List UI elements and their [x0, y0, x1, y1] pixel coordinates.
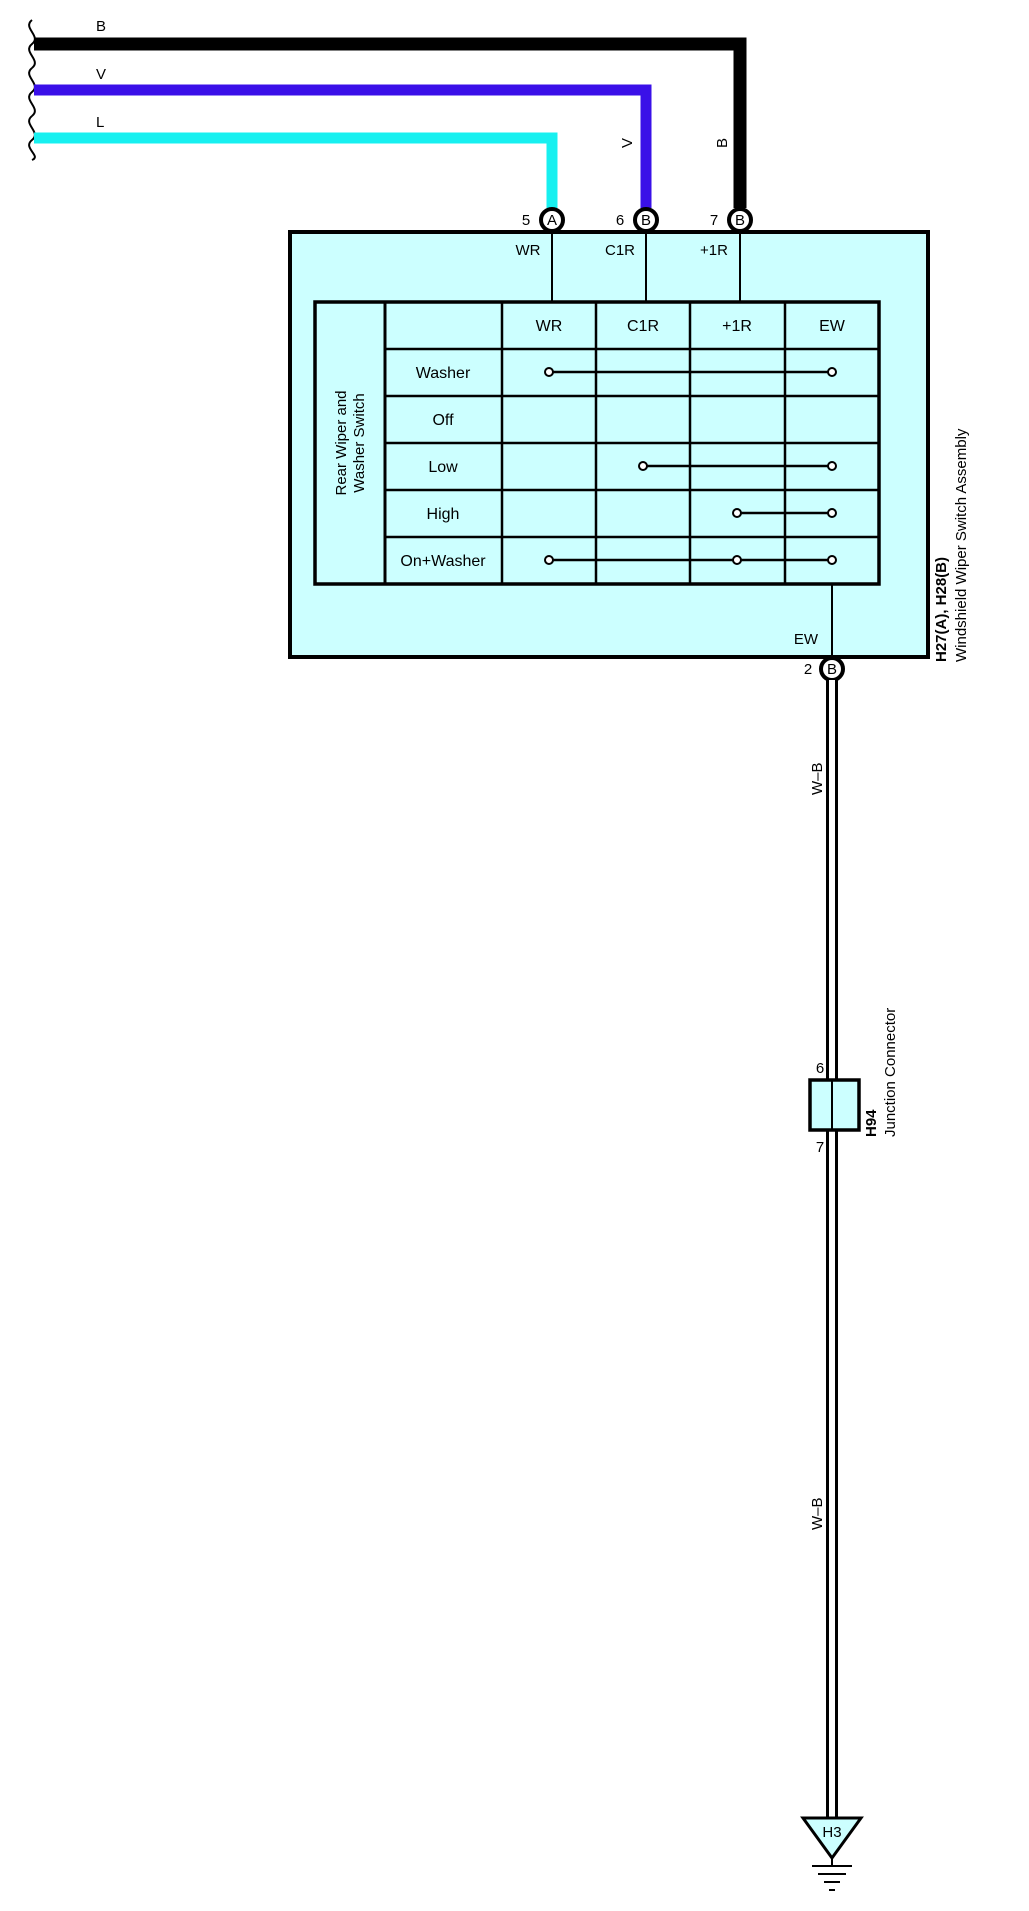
wire-l [34, 132, 558, 208]
row-label-low: Low [428, 459, 458, 476]
pin-5-terminal: WR [516, 242, 541, 259]
junction-name: Junction Connector [882, 1008, 899, 1137]
connection-dot [827, 367, 837, 377]
wire-break-marks [28, 19, 36, 161]
pin-6-terminal: C1R [605, 242, 635, 259]
row-label-washer: Washer [416, 365, 471, 382]
row-label-high: High [427, 506, 460, 523]
wire-l-label: L [96, 114, 104, 131]
ground-wire-label-upper: W–B [809, 762, 826, 795]
wire-v-vertical-label: V [619, 138, 636, 148]
assembly-code: H27(A), H28(B) [933, 557, 950, 662]
switch-side-label-line2: Washer Switch [351, 393, 368, 492]
ground-wire-label-lower: W–B [809, 1497, 826, 1530]
wire-b-vertical-label: B [714, 138, 731, 148]
connector-pin-5: A 5 WR [516, 207, 565, 259]
connection-dot [732, 508, 742, 518]
switch-table: Rear Wiper and Washer Switch WR C1R +1R … [313, 300, 881, 586]
wire-v-label: V [96, 66, 106, 83]
bottom-pin-terminal: EW [794, 631, 819, 648]
wire-b [34, 37, 747, 208]
column-header-plus1r: +1R [722, 318, 752, 335]
pin-2-letter: B [827, 661, 837, 678]
pin-2-number: 2 [804, 661, 812, 678]
connection-dot [638, 461, 648, 471]
pin-7-terminal: +1R [700, 242, 728, 259]
pin-5-letter: A [547, 212, 557, 229]
assembly-name: Windshield Wiper Switch Assembly [953, 428, 970, 662]
wire-v [34, 84, 652, 208]
row-label-on-washer: On+Washer [400, 553, 486, 570]
ground-wire-wb [826, 680, 838, 1825]
pin-6-number: 6 [616, 212, 624, 229]
ground-label: H3 [822, 1824, 841, 1841]
pin-7-letter: B [735, 212, 745, 229]
junction-code: H94 [863, 1109, 880, 1137]
connection-dot [827, 508, 837, 518]
connection-dot [544, 367, 554, 377]
junction-connector-h94: 6 7 H94 Junction Connector [808, 1008, 899, 1156]
ground-symbol-h3: H3 [800, 1816, 864, 1891]
connection-dot [827, 461, 837, 471]
column-header-ew: EW [819, 318, 846, 335]
switch-connections [544, 367, 837, 565]
connection-dot [732, 555, 742, 565]
switch-side-label-line1: Rear Wiper and [333, 390, 350, 495]
connection-dot [544, 555, 554, 565]
connector-pin-6: B 6 C1R [605, 207, 659, 259]
connector-pin-2: B 2 [804, 656, 845, 682]
pin-7-number: 7 [710, 212, 718, 229]
pin-5-number: 5 [522, 212, 530, 229]
row-label-off: Off [432, 412, 454, 429]
pin-6-letter: B [641, 212, 651, 229]
connection-dot [827, 555, 837, 565]
connector-pin-7: B 7 +1R [700, 207, 753, 259]
pin-stems [551, 232, 741, 302]
junction-pin-bottom: 7 [816, 1139, 824, 1156]
wire-b-label: B [96, 18, 106, 35]
column-header-c1r: C1R [627, 318, 659, 335]
column-header-wr: WR [536, 318, 563, 335]
junction-pin-top: 6 [816, 1060, 824, 1077]
